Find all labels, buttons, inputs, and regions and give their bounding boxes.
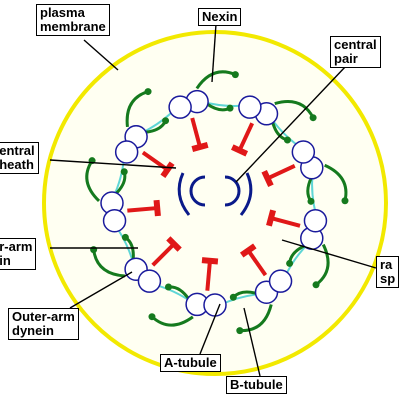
inner-arm-dynein-head: [229, 293, 237, 301]
leader-lines: [49, 23, 377, 377]
leader-central-sheath: [49, 159, 177, 169]
a-tubule: [268, 269, 293, 293]
radial-spoke-stalk: [237, 122, 255, 152]
leader-central-pair: [235, 65, 347, 183]
leader-radial-spoke: [281, 239, 377, 269]
outer-arm-dynein-head: [312, 281, 320, 289]
inner-arm-dynein-head: [283, 136, 291, 144]
leader-outer-arm-dynein: [69, 271, 133, 309]
outer-arm-dynein: [92, 249, 125, 278]
outer-arm-dynein: [239, 304, 273, 333]
radial-spoke-stalk: [205, 260, 212, 291]
radial-spoke-head: [166, 236, 182, 252]
outer-arm-dynein: [85, 159, 101, 203]
outer-arm-dynein: [274, 100, 315, 119]
inner-arm-dynein-head: [164, 283, 172, 291]
radial-spoke-stalk: [151, 242, 176, 267]
a-tubule: [102, 208, 127, 233]
inner-arm-dynein-head: [121, 233, 129, 241]
outer-arm-dynein-head: [148, 313, 156, 321]
label-a-tubule: A-tubule: [160, 354, 221, 372]
radial-spoke-stalk: [246, 249, 268, 277]
outer-arm-dynein-head: [309, 114, 317, 122]
plasma-membrane-ring: [42, 30, 388, 376]
a-tubule: [291, 140, 316, 164]
a-tubule: [114, 140, 139, 164]
outer-arm-dynein: [315, 243, 330, 287]
radial-spoke-stalk: [190, 117, 202, 148]
microtubule-doublets: [100, 89, 328, 317]
radial-spoke-head: [160, 161, 175, 179]
central-microtubule-right: [224, 175, 241, 207]
central-pair-group: [177, 172, 253, 216]
radial-spoke-head: [239, 243, 257, 258]
inner-arm-dynein-head: [162, 117, 170, 125]
inner-arm-dynein-head: [226, 104, 234, 112]
radial-spoke-head: [191, 142, 209, 152]
leader-b-tubule: [243, 307, 261, 377]
outer-arm-dynein-head: [236, 327, 244, 335]
radial-spoke-stalk: [270, 216, 301, 228]
radial-spoke-head: [261, 169, 274, 188]
outer-arm-dynein: [324, 163, 348, 202]
outer-arm-dynein: [150, 315, 194, 327]
central-sheath-right: [239, 172, 253, 216]
a-tubule: [168, 95, 192, 119]
a-tubule: [238, 95, 262, 119]
label-nexin: Nexin: [198, 8, 242, 26]
leader-plasma-membrane: [83, 39, 119, 71]
inner-arm-dynein-head: [307, 197, 315, 205]
radial-spoke-stalk: [266, 163, 296, 181]
radial-spoke-head: [201, 257, 219, 265]
leader-nexin: [211, 23, 217, 83]
label-inner-arm-dynein: er-armein: [0, 238, 37, 270]
outer-arm-dynein-head: [231, 71, 239, 79]
radial-spoke-head: [153, 199, 161, 217]
label-b-tubule: B-tubule: [226, 376, 287, 394]
central-sheath-left: [177, 172, 191, 216]
outer-arm-dynein-head: [341, 197, 349, 205]
outer-arm-dynein-head: [90, 246, 98, 254]
central-microtubule-left: [189, 175, 206, 207]
radial-spoke-head: [266, 209, 276, 227]
radial-spoke-stalk: [127, 206, 158, 213]
a-tubule: [137, 269, 162, 293]
dynein-arms: [85, 70, 349, 335]
outer-arm-dynein-head: [144, 88, 152, 96]
inner-arm-dynein-head: [120, 168, 128, 176]
outer-arm-dynein: [195, 70, 236, 90]
label-central-sheath: centralsheath: [0, 142, 39, 174]
a-tubule: [203, 293, 227, 317]
outer-arm-dynein: [125, 90, 149, 128]
radial-spoke-head: [230, 144, 249, 157]
leader-a-tubule: [199, 303, 221, 355]
a-tubule: [303, 208, 328, 233]
inner-arm-dynein-head: [286, 259, 294, 267]
